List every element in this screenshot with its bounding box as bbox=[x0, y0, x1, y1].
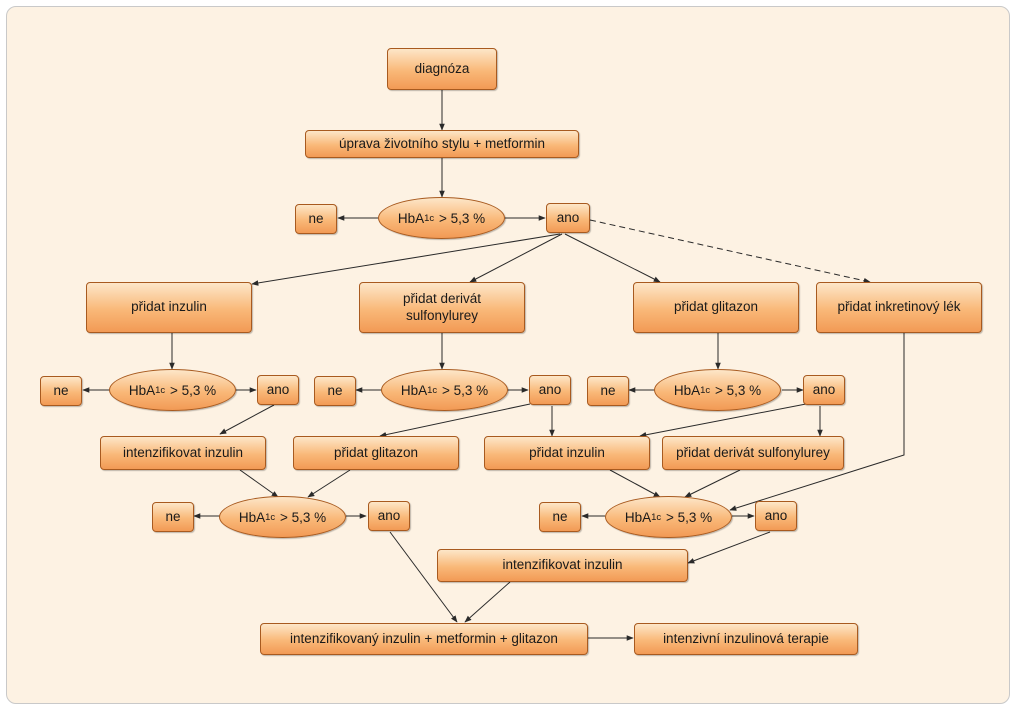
intensify-insulin-box-2: intenzifikovat inzulin bbox=[437, 549, 688, 582]
no-label: ne bbox=[53, 382, 69, 398]
add-insulin-label-2: přidat inzulin bbox=[529, 444, 605, 460]
yes-box-1: ano bbox=[546, 203, 590, 233]
lifestyle-metformin-box: úprava životního stylu + metformin bbox=[305, 130, 579, 158]
test-prefix: HbA bbox=[128, 382, 156, 398]
test-suffix: > 5,3 % bbox=[435, 210, 486, 226]
intensive-insulin-therapy-label: intenzivní inzulinová terapie bbox=[663, 630, 829, 646]
no-label: ne bbox=[600, 382, 616, 398]
test-prefix: HbA bbox=[673, 382, 701, 398]
add-insulin-box-2: přidat inzulin bbox=[484, 436, 650, 470]
arrow-yes-4-to-add-insulin bbox=[639, 403, 807, 438]
intensified-combo-box: intenzifikovaný inzulin + metformin + gl… bbox=[260, 623, 588, 655]
yes-box-5: ano bbox=[368, 501, 410, 531]
arrow-yes-5-to-combo bbox=[389, 531, 458, 623]
test-suffix: > 5,3 % bbox=[276, 509, 327, 525]
add-insulin-label: přidat inzulin bbox=[131, 299, 207, 315]
yes-label: ano bbox=[266, 381, 290, 397]
no-label: ne bbox=[165, 508, 181, 524]
test-subscript: 1c bbox=[427, 384, 438, 396]
arrow-intensify-2-to-combo bbox=[464, 581, 511, 623]
yes-box-4: ano bbox=[803, 375, 845, 405]
add-sulfonylurea-box-2: přidat derivát sulfonylurey bbox=[662, 436, 844, 470]
no-box-5: ne bbox=[152, 502, 194, 532]
add-glitazone-box: přidat glitazon bbox=[633, 282, 799, 333]
add-sulfonylurea-box: přidat derivát sulfonylurey bbox=[359, 282, 525, 333]
lifestyle-metformin-label: úprava životního stylu + metformin bbox=[339, 135, 545, 151]
no-box-4: ne bbox=[587, 376, 629, 406]
yes-box-2: ano bbox=[257, 375, 299, 405]
add-incretin-box: přidat inkretinový lék bbox=[816, 282, 982, 333]
no-label: ne bbox=[327, 382, 343, 398]
yes-label: ano bbox=[556, 209, 580, 225]
test-subscript: 1c bbox=[424, 212, 435, 224]
diagnosis-label: diagnóza bbox=[414, 60, 470, 76]
no-box-3: ne bbox=[314, 376, 356, 406]
yes-label: ano bbox=[377, 507, 401, 523]
diagnosis-box: diagnóza bbox=[387, 48, 497, 90]
add-glitazone-label: přidat glitazon bbox=[673, 299, 759, 315]
arrow-yes-2-to-intensify bbox=[219, 404, 275, 435]
test-prefix: HbA bbox=[624, 509, 652, 525]
yes-box-3: ano bbox=[529, 375, 571, 405]
arrow-add-sulfonylurea-2-to-test-6 bbox=[684, 469, 741, 498]
test-suffix: > 5,3 % bbox=[166, 382, 217, 398]
test-prefix: HbA bbox=[238, 509, 266, 525]
no-box-6: ne bbox=[539, 502, 581, 532]
no-box-2: ne bbox=[40, 376, 82, 406]
test-subscript: 1c bbox=[651, 511, 662, 523]
intensify-insulin-box: intenzifikovat inzulin bbox=[100, 436, 266, 470]
no-label: ne bbox=[308, 210, 324, 226]
yes-label: ano bbox=[812, 381, 836, 397]
diagram-panel bbox=[6, 6, 1010, 704]
test-subscript: 1c bbox=[265, 511, 276, 523]
add-sulfonylurea-label: přidat derivát sulfonylurey bbox=[402, 290, 482, 323]
add-glitazone-label-2: přidat glitazon bbox=[333, 444, 419, 460]
arrow-add-glitazone-2-to-test-5 bbox=[307, 469, 351, 498]
intensive-insulin-therapy-box: intenzivní inzulinová terapie bbox=[634, 623, 858, 655]
test-suffix: > 5,3 % bbox=[662, 509, 713, 525]
arrow-yes-to-add-incretin bbox=[589, 219, 871, 284]
arrow-yes-3-to-add-glitazone bbox=[379, 403, 531, 438]
arrow-incretin-to-test-6 bbox=[729, 333, 905, 511]
test-suffix: > 5,3 % bbox=[711, 382, 762, 398]
intensify-insulin-label: intenzifikovat inzulin bbox=[122, 444, 244, 460]
arrow-yes-to-add-sulfonylurea bbox=[469, 233, 563, 283]
arrow-yes-6-to-intensify-2 bbox=[687, 531, 771, 564]
intensified-combo-label: intenzifikovaný inzulin + metformin + gl… bbox=[290, 630, 558, 646]
add-incretin-label: přidat inkretinový lék bbox=[837, 299, 961, 315]
test-prefix: HbA bbox=[397, 210, 425, 226]
test-subscript: 1c bbox=[155, 384, 166, 396]
yes-box-6: ano bbox=[755, 501, 797, 531]
test-suffix: > 5,3 % bbox=[438, 382, 489, 398]
yes-label: ano bbox=[764, 507, 788, 523]
add-insulin-box: přidat inzulin bbox=[86, 282, 252, 333]
test-subscript: 1c bbox=[700, 384, 711, 396]
add-glitazone-box-2: přidat glitazon bbox=[293, 436, 459, 470]
no-label: ne bbox=[552, 508, 568, 524]
no-box-1: ne bbox=[295, 204, 337, 234]
add-sulfonylurea-label-2: přidat derivát sulfonylurey bbox=[676, 444, 830, 460]
arrow-yes-to-add-insulin bbox=[251, 233, 561, 286]
arrow-add-insulin-2-to-test-6 bbox=[609, 469, 661, 498]
test-prefix: HbA bbox=[400, 382, 428, 398]
arrow-yes-to-add-glitazone bbox=[564, 233, 661, 283]
arrow-intensify-to-test-5 bbox=[239, 469, 279, 498]
yes-label: ano bbox=[538, 381, 562, 397]
intensify-insulin-label-2: intenzifikovat inzulin bbox=[502, 557, 623, 573]
